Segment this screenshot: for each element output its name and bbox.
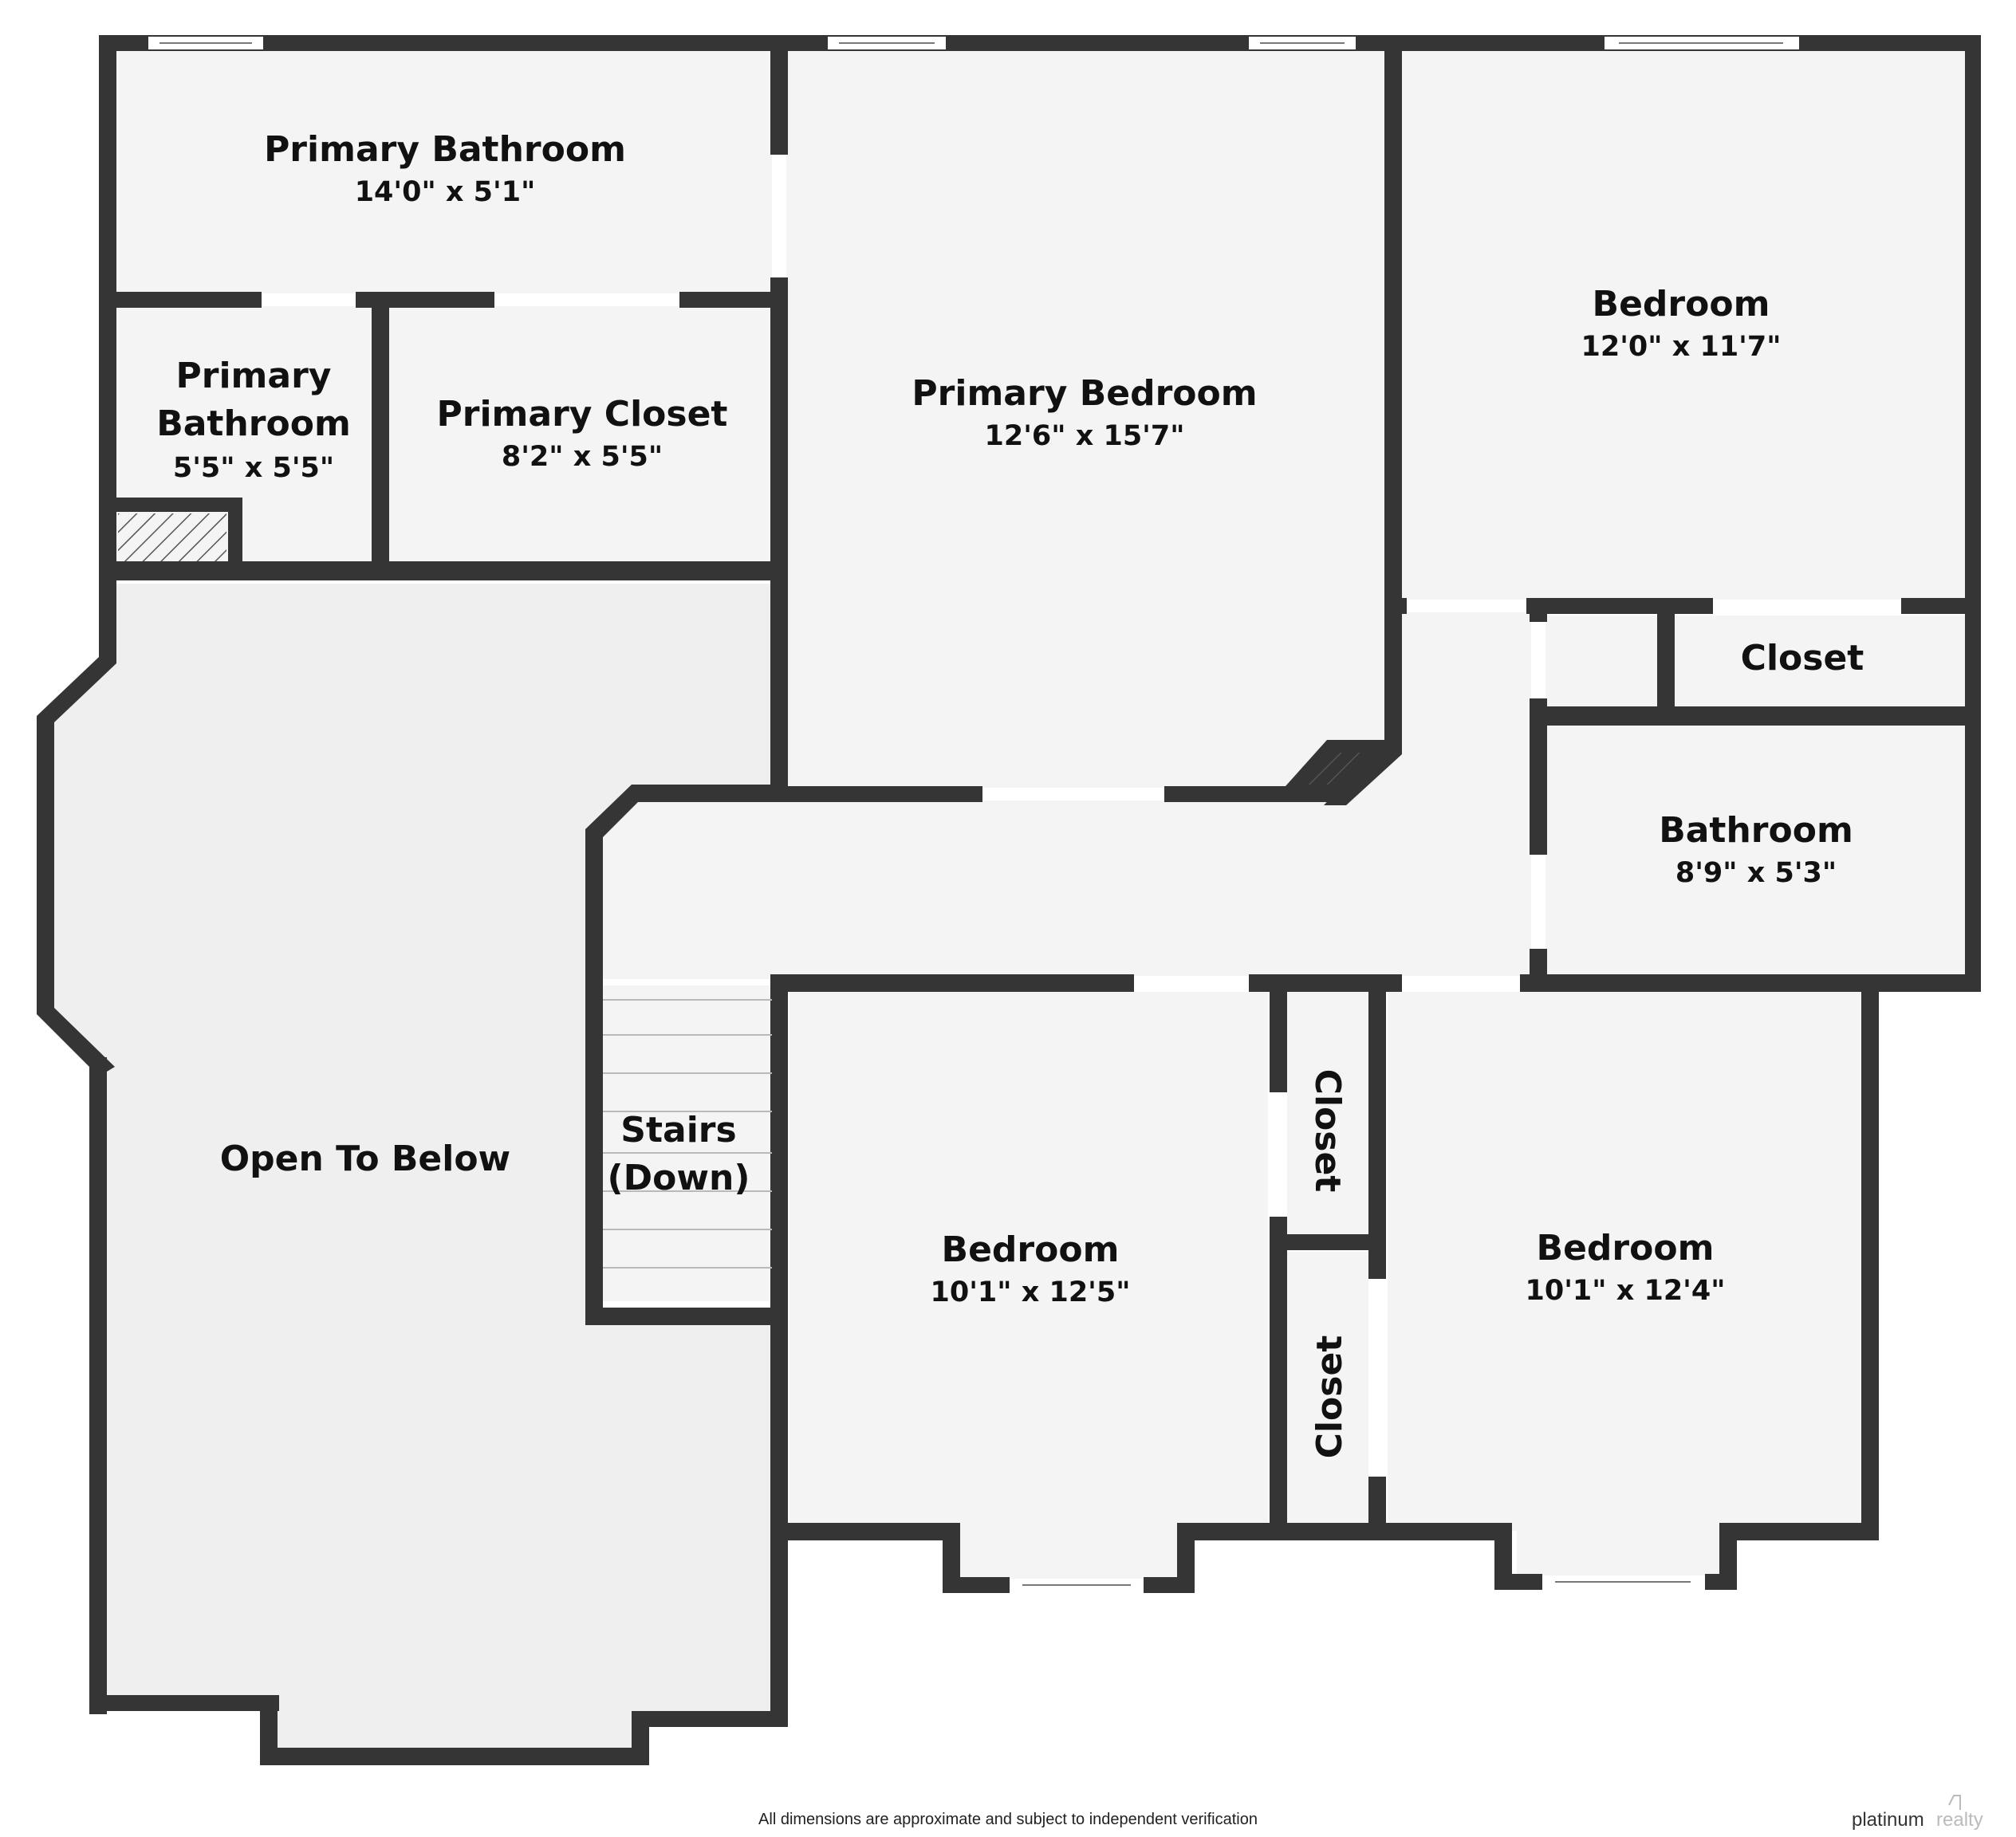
floor-closet-east <box>1665 616 1970 710</box>
room-dims-bedroom-south-east: 10'1" x 12'4" <box>1526 1275 1726 1307</box>
door-opening <box>1407 600 1526 612</box>
brand-logo: platinum realty <box>1852 1795 1983 1831</box>
window-details <box>159 42 1783 1586</box>
door-opening <box>262 293 356 306</box>
room-dims-primary-bedroom: 12'6" x 15'7" <box>985 420 1185 452</box>
room-name-bedroom-northeast: Bedroom <box>1593 284 1770 325</box>
stair-treads <box>603 999 772 1269</box>
floor-bedroom-south-center <box>789 992 1268 1587</box>
room-dims-bathroom: 8'9" x 5'3" <box>1675 857 1837 889</box>
disclaimer-text: All dimensions are approximate and subje… <box>758 1811 1258 1828</box>
door-opening <box>1531 622 1545 698</box>
room-name-primary-bedroom: Primary Bedroom <box>912 373 1257 414</box>
door-opening <box>1134 976 1249 990</box>
door-opening <box>1402 976 1520 990</box>
room-name-bedroom-south-center: Bedroom <box>942 1229 1120 1270</box>
floor-hall-closet-small <box>1539 616 1665 710</box>
room-name-stairs-line2: (Down) <box>608 1158 750 1198</box>
shower-hatch <box>118 513 226 561</box>
door-opening <box>982 788 1164 800</box>
room-name-bedroom-south-east: Bedroom <box>1537 1228 1715 1269</box>
cabinet-hatch <box>1301 753 1373 785</box>
room-dims-bedroom-south-center: 10'1" x 12'5" <box>931 1276 1131 1308</box>
floor-open-to-below <box>46 584 778 1757</box>
room-name-open-to-below: Open To Below <box>220 1139 510 1179</box>
room-name-closet-upper: Closet <box>1307 1069 1348 1193</box>
door-opening <box>1370 1279 1384 1477</box>
floor-bathroom <box>1539 726 1970 979</box>
room-labels: Primary Bathroom 14'0" x 5'1" Primary Ba… <box>156 129 1864 1458</box>
walls <box>37 35 1981 1765</box>
room-name-primary-bathroom: Primary Bathroom <box>264 129 626 170</box>
floor-areas <box>46 46 1970 1757</box>
room-name-stairs-line1: Stairs <box>620 1110 736 1151</box>
room-name-primary-bathroom-small-line1: Primary <box>176 356 332 396</box>
room-name-bathroom: Bathroom <box>1659 810 1853 851</box>
room-name-closet-east: Closet <box>1741 638 1864 679</box>
floor-closet-upper <box>1287 992 1368 1237</box>
door-opening <box>1531 855 1545 949</box>
floor-stairs <box>601 985 774 1301</box>
room-dims-bedroom-northeast: 12'0" x 11'7" <box>1581 331 1782 363</box>
door-opening <box>1271 1092 1286 1217</box>
room-name-primary-bathroom-small-line2: Bathroom <box>156 403 351 444</box>
door-opening <box>772 155 786 277</box>
room-name-closet-lower: Closet <box>1309 1335 1350 1459</box>
floor-primary-bathroom-main <box>110 46 778 300</box>
room-dims-primary-bathroom-small: 5'5" x 5'5" <box>173 452 334 484</box>
room-dims-primary-closet: 8'2" x 5'5" <box>502 441 663 473</box>
door-opening <box>494 293 679 306</box>
floor-bedroom-northeast <box>1392 46 1970 604</box>
floor-closet-lower <box>1287 1252 1368 1523</box>
brand-mark-icon <box>1948 1795 1961 1810</box>
brand-name-part1: platinum <box>1852 1809 1924 1831</box>
door-opening <box>1713 600 1901 612</box>
brand-name-part2: realty <box>1936 1809 1983 1831</box>
floor-primary-closet <box>381 300 778 571</box>
floor-primary-bedroom <box>778 46 1392 799</box>
floor-bedroom-south-east <box>1388 992 1863 1583</box>
room-dims-primary-bathroom: 14'0" x 5'1" <box>355 176 536 208</box>
room-name-primary-closet: Primary Closet <box>437 394 728 435</box>
